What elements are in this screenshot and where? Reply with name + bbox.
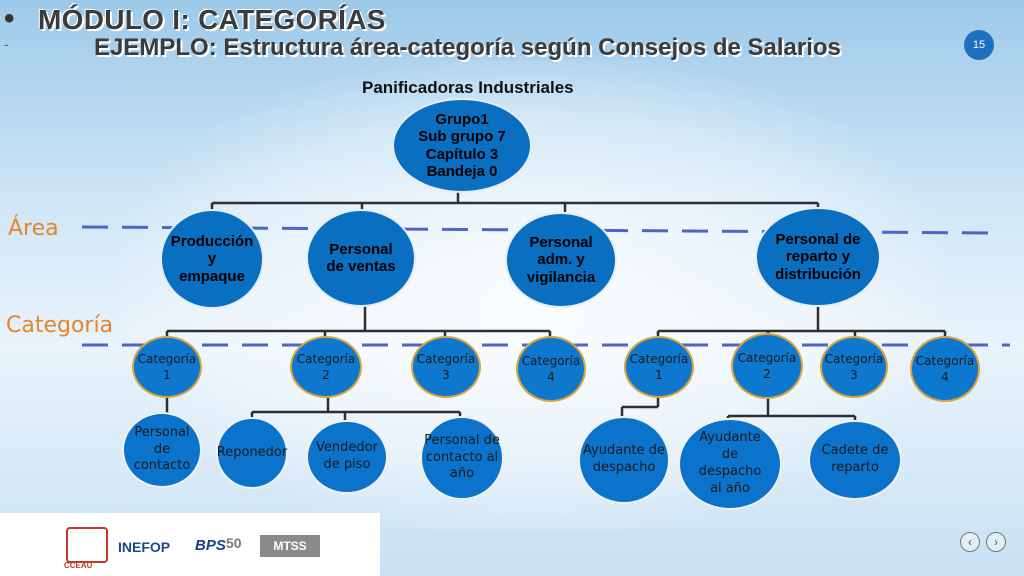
categoria-text: Categoría 4	[521, 353, 581, 384]
leaf-node-ayudante-ano: Ayudante de despacho al año	[678, 418, 782, 510]
categoria-node: Categoría 3	[820, 336, 888, 398]
bps-logo: BPS	[195, 537, 226, 554]
area-node-adm: Personal adm. y vigilancia	[505, 212, 617, 308]
leaf-text: Vendedor de piso	[316, 440, 378, 472]
categoria-text: Categoría 3	[824, 351, 884, 382]
leaf-node-contacto-ano: Personal de contacto al año	[420, 416, 504, 500]
root-node: Grupo1 Sub grupo 7 Capítulo 3 Bandeja 0	[392, 98, 532, 193]
categoria-label: Categoría	[6, 313, 114, 338]
prev-slide-icon[interactable]: ‹	[960, 532, 980, 552]
slide-number-badge: 15	[964, 30, 994, 60]
root-node-text: Grupo1 Sub grupo 7 Capítulo 3 Bandeja 0	[418, 111, 506, 180]
slide-title: MÓDULO I: CATEGORÍAS	[38, 4, 386, 35]
diagram-subtitle: Panificadoras Industriales	[362, 78, 574, 97]
categoria-text: Categoría 2	[737, 350, 797, 381]
categoria-text: Categoría 1	[629, 351, 689, 382]
categoria-text: Categoría 2	[296, 351, 356, 382]
categoria-node: Categoría 4	[910, 336, 980, 402]
bps-anniversary: 50	[226, 535, 242, 551]
categoria-node: Categoría 3	[411, 336, 481, 398]
area-node-ventas: Personal de ventas	[306, 209, 416, 307]
categoria-node: Categoría 1	[132, 336, 202, 398]
next-slide-icon[interactable]: ›	[986, 532, 1006, 552]
leaf-text: Cadete de reparto	[821, 443, 889, 475]
leaf-node-reponedor: Reponedor	[216, 417, 288, 489]
area-reparto-text: Personal de reparto y distribución	[775, 231, 861, 283]
leaf-node-vendedor: Vendedor de piso	[306, 420, 388, 494]
footer-logo-panel: CCEAU INEFOP BPS 50 MTSS	[0, 513, 380, 576]
leaf-text: Personal de contacto	[133, 424, 191, 474]
leaf-node-personal-contacto: Personal de contacto	[122, 412, 202, 488]
leaf-text: Reponedor	[216, 444, 288, 460]
leaf-node-ayudante: Ayudante de despacho	[578, 416, 670, 504]
leaf-text: Ayudante de despacho al año	[698, 430, 762, 496]
leaf-text: Personal de contacto al año	[424, 432, 500, 482]
area-node-produccion: Producción y empaque	[160, 209, 264, 309]
area-adm-text: Personal adm. y vigilancia	[526, 234, 596, 286]
area-ventas-text: Personal de ventas	[326, 240, 396, 275]
categoria-node: Categoría 1	[624, 336, 694, 398]
leaf-node-cadete: Cadete de reparto	[808, 420, 902, 500]
cceau-emblem-icon	[66, 527, 108, 563]
area-produccion-text: Producción y empaque	[170, 233, 254, 285]
inefop-logo: INEFOP	[118, 539, 171, 555]
categoria-node: Categoría 2	[731, 333, 803, 399]
subtitle-dash: -	[4, 36, 9, 52]
categoria-node: Categoría 2	[290, 336, 362, 398]
categoria-text: Categoría 3	[416, 351, 476, 382]
title-bullet: •	[4, 2, 15, 35]
mtss-logo: MTSS	[260, 535, 320, 557]
slide-subtitle-title: EJEMPLO: Estructura área-categoría según…	[94, 34, 841, 61]
leaf-text: Ayudante de despacho	[583, 443, 665, 475]
area-node-reparto: Personal de reparto y distribución	[755, 207, 881, 307]
area-label: Área	[8, 216, 59, 241]
cceau-logo: CCEAU	[64, 561, 93, 570]
categoria-text: Categoría 1	[137, 351, 197, 382]
categoria-node: Categoría 4	[516, 336, 586, 402]
categoria-text: Categoría 4	[915, 353, 975, 384]
